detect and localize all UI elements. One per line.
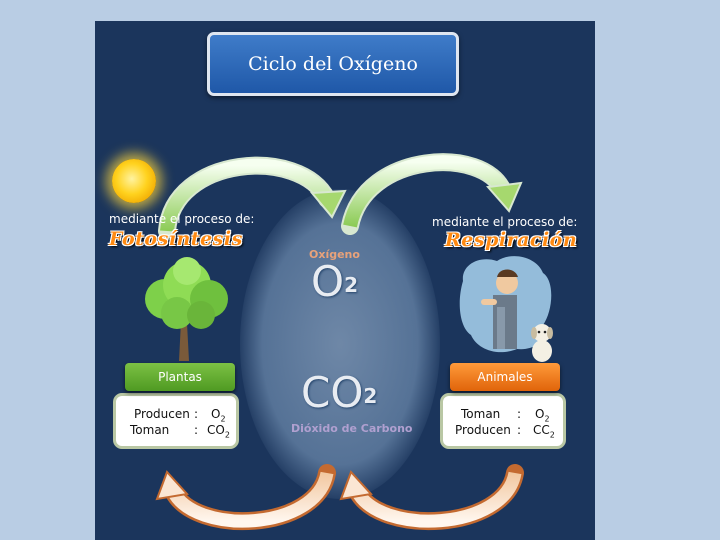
plants-row-produce: Producen : O2 <box>116 407 236 423</box>
diagram-title: Ciclo del Oxígeno <box>207 32 459 96</box>
photosynthesis-intro: mediante el proceso de: <box>109 212 254 226</box>
animals-row-produce: Producen : CC2 <box>443 423 563 439</box>
diagram-slide: Ciclo del Oxígeno mediante el proceso de… <box>95 21 595 540</box>
respiration-label: Respiración <box>445 229 577 251</box>
oxygen-formula: O2 <box>311 257 358 306</box>
photosynthesis-label: Fotosíntesis <box>109 228 243 250</box>
animals-row-take: Toman : O2 <box>443 407 563 423</box>
animals-info-box: Toman : O2 Producen : CC2 <box>440 393 566 449</box>
curved-arrow-icon <box>157 472 327 521</box>
animals-header: Animales <box>450 363 560 391</box>
respiration-intro: mediante el proceso de: <box>432 215 577 229</box>
curved-arrow-icon <box>341 472 515 521</box>
plants-header: Plantas <box>125 363 235 391</box>
sun-icon <box>112 159 156 203</box>
dog-icon <box>525 319 559 363</box>
co2-formula: CO2 <box>301 368 377 417</box>
tree-icon <box>135 249 235 364</box>
plants-info-box: Producen : O2 Toman : CO2 <box>113 393 239 449</box>
plants-row-take: Toman : CO2 <box>116 423 236 439</box>
co2-label: Dióxido de Carbono <box>291 422 413 435</box>
